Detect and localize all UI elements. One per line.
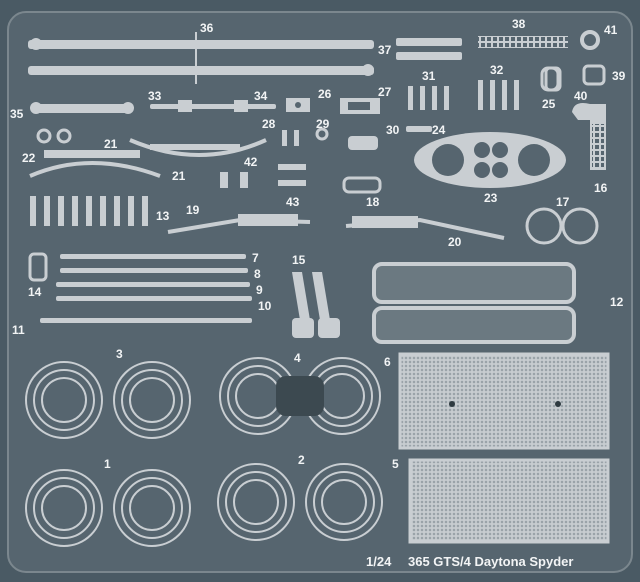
- label-7: 7: [252, 251, 259, 265]
- label-37: 37: [378, 43, 392, 57]
- label-43: 43: [286, 195, 300, 209]
- label-10: 10: [258, 299, 272, 313]
- label-27: 27: [378, 85, 392, 99]
- label-1: 1: [104, 457, 111, 471]
- part-4-grille-right: [219, 357, 381, 435]
- label-6: 6: [384, 355, 391, 369]
- part-39-bracket: [582, 64, 606, 86]
- part-30-24-clip: [348, 126, 432, 150]
- label-42: 42: [244, 155, 258, 169]
- label-36: 36: [200, 21, 214, 35]
- label-29: 29: [316, 117, 330, 131]
- label-30: 30: [386, 123, 400, 137]
- label-24: 24: [432, 123, 446, 137]
- part-21-bracket-left: [29, 150, 161, 178]
- part-20-arm: [345, 216, 505, 240]
- label-11: 11: [12, 323, 25, 337]
- label-5: 5: [392, 457, 399, 471]
- part-14-clip: [28, 252, 48, 282]
- part-43-strips: [278, 164, 306, 186]
- label-33: 33: [148, 89, 162, 103]
- label-41: 41: [604, 23, 618, 37]
- part-35-link: [30, 102, 134, 114]
- part-27-block: [340, 98, 380, 114]
- label-22: 22: [22, 151, 36, 165]
- part-12-seat-pans: [372, 262, 576, 344]
- label-18: 18: [366, 195, 380, 209]
- label-17: 17: [556, 195, 570, 209]
- label-9: 9: [256, 283, 263, 297]
- label-32: 32: [490, 63, 504, 77]
- part-33-34-link: [150, 100, 276, 112]
- part-36-rod: [28, 32, 374, 58]
- label-35: 35: [10, 107, 24, 121]
- part-28-pins: [282, 130, 299, 146]
- label-21-left: 21: [104, 137, 118, 151]
- label-21-right: 21: [172, 169, 186, 183]
- label-39: 39: [612, 69, 626, 83]
- part-26-block: [286, 98, 310, 112]
- part-1-grille-left: [25, 469, 191, 547]
- part-6-mesh-panel: [398, 352, 610, 450]
- part-7-11-trims: [40, 254, 252, 323]
- label-15: 15: [292, 253, 306, 267]
- part-37-brackets: [396, 38, 462, 60]
- label-20: 20: [448, 235, 462, 249]
- label-19: 19: [186, 203, 200, 217]
- label-14: 14: [28, 285, 42, 299]
- label-12: 12: [610, 295, 624, 309]
- label-8: 8: [254, 267, 261, 281]
- part-15-pedals: [292, 272, 340, 338]
- part-41-ring: [580, 30, 600, 50]
- part-21-bracket-right: [129, 138, 267, 157]
- label-28: 28: [262, 117, 276, 131]
- label-13: 13: [156, 209, 170, 223]
- label-31: 31: [422, 69, 436, 83]
- label-38: 38: [512, 17, 526, 31]
- label-4: 4: [294, 351, 301, 365]
- part-17-rings: [525, 207, 599, 245]
- label-34: 34: [254, 89, 268, 103]
- part-18-bracket: [342, 176, 382, 194]
- label-23: 23: [484, 191, 498, 205]
- part-3-grille-left: [25, 361, 191, 439]
- label-2: 2: [298, 453, 305, 467]
- part-5-mesh-panel: [408, 458, 610, 544]
- part-22-knobs: [36, 128, 72, 144]
- part-13-comb: [30, 196, 148, 226]
- part-16-vent: [572, 103, 606, 170]
- part-2-grille-right: [217, 463, 383, 541]
- part-38-strip: [478, 36, 568, 48]
- part-23-dash-panel: [414, 132, 566, 188]
- model-title: 365 GTS/4 Daytona Spyder: [408, 554, 573, 569]
- part-25-ring: [540, 66, 560, 92]
- label-25: 25: [542, 97, 556, 111]
- part-32-pins: [478, 80, 519, 110]
- label-40: 40: [574, 89, 588, 103]
- label-26: 26: [318, 87, 332, 101]
- part-31-pins: [408, 86, 449, 110]
- part-29-bolt: [315, 127, 329, 141]
- label-3: 3: [116, 347, 123, 361]
- part-19-arm: [167, 214, 311, 234]
- part-42-clips: [220, 172, 248, 188]
- part-37-rod: [28, 58, 374, 84]
- scale-label: 1/24: [366, 554, 392, 569]
- label-16: 16: [594, 181, 608, 195]
